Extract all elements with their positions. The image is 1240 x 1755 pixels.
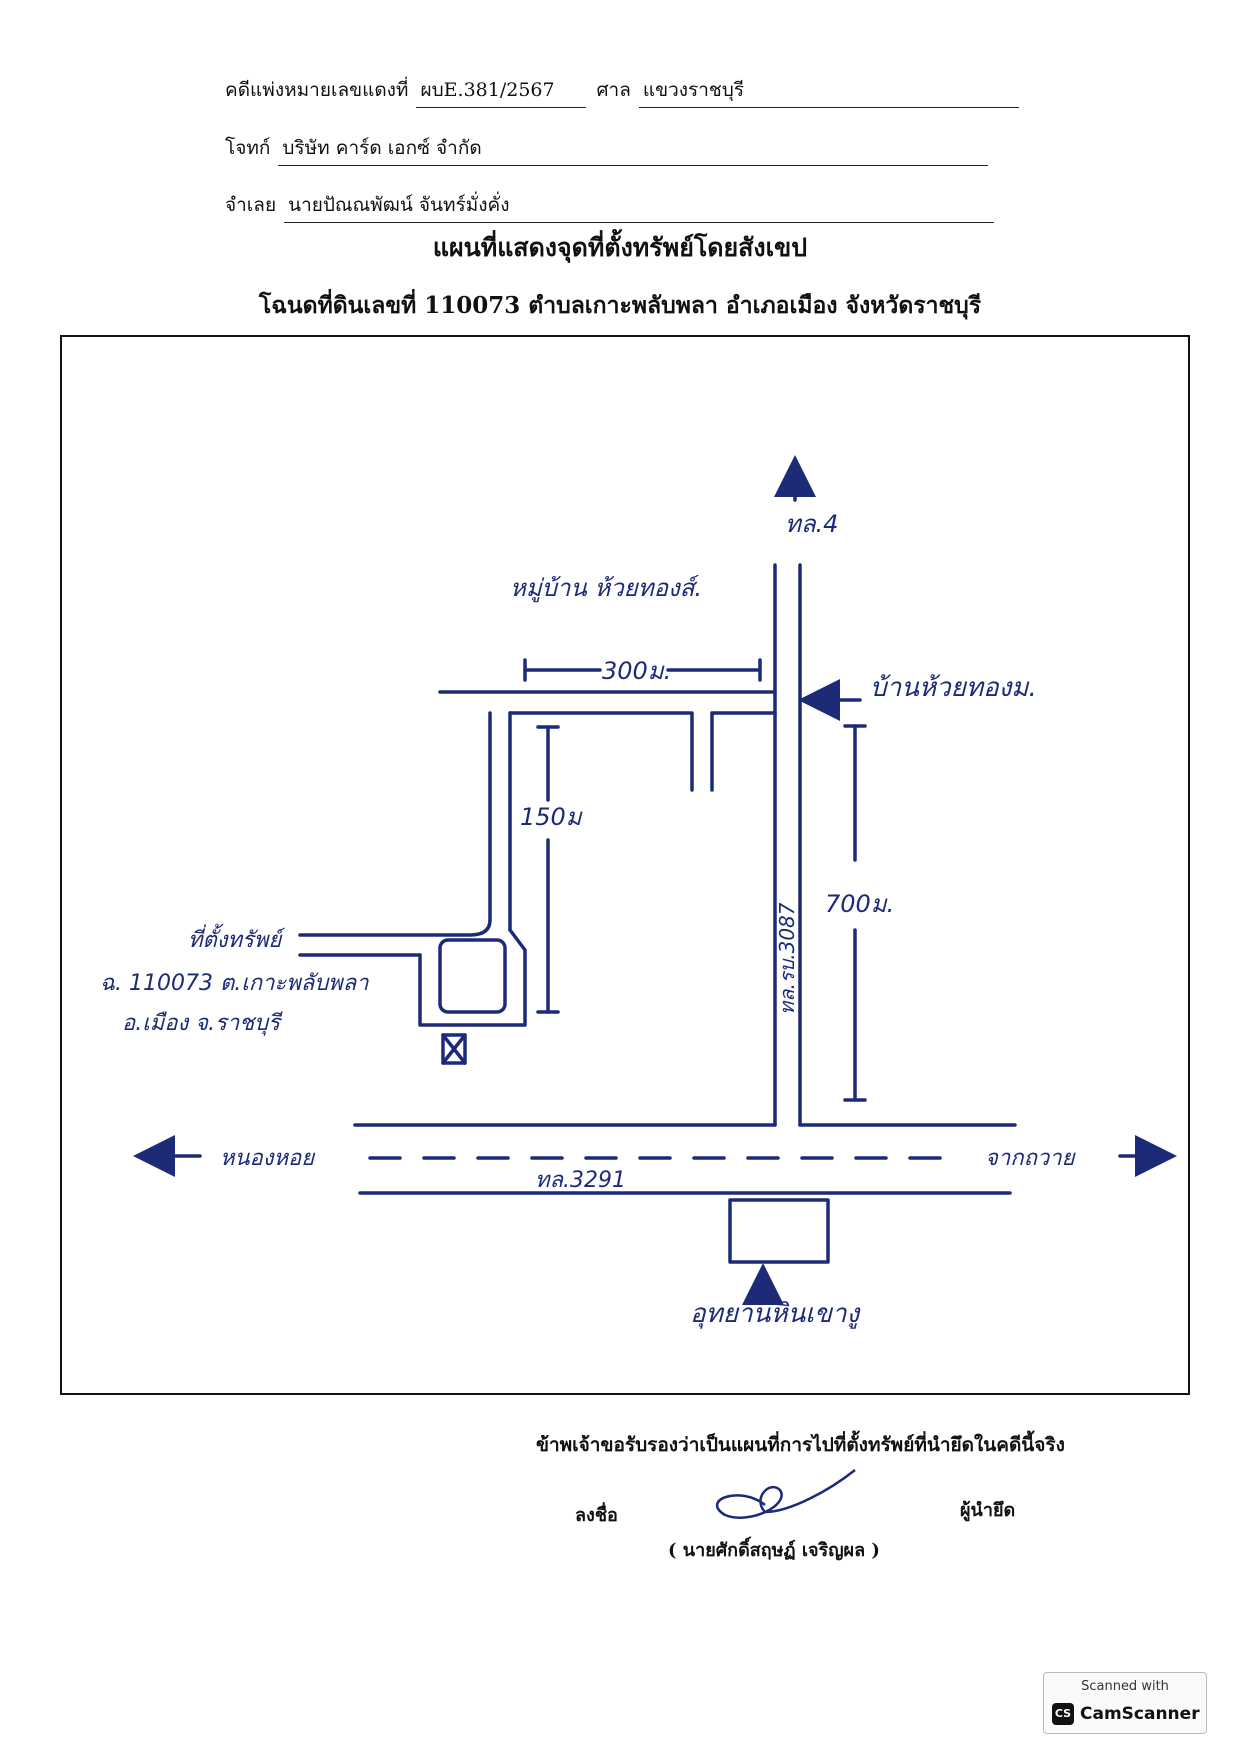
case-number-value: ผบE.381/2567	[416, 75, 587, 108]
label-village-house: บ้านห้วยทองม.	[870, 673, 1037, 703]
label-deed: ฉ. 110073 ต.เกาะพลับพลา	[100, 971, 369, 996]
marked-plot-icon	[441, 1033, 467, 1065]
case-number-label: คดีแพ่งหมายเลขแดงที่	[225, 79, 409, 101]
label-property: ที่ตั้งทรัพย์	[188, 923, 286, 953]
plaintiff-line: โจทก์ บริษัท คาร์ด เอกซ์ จำกัด	[225, 133, 989, 166]
seizer-label: ผู้นำยึด	[960, 1500, 1016, 1521]
label-park: อุทยานหินเขางู	[690, 1299, 862, 1329]
camscanner-name: CamScanner	[1080, 1704, 1200, 1724]
plaintiff-value: บริษัท คาร์ด เอกซ์ จำกัด	[278, 133, 989, 166]
scanned-with-text: Scanned with	[1081, 1679, 1169, 1694]
label-west-direction: หนองหอย	[220, 1146, 316, 1171]
defendant-label: จำเลย	[225, 194, 277, 216]
sign-label: ลงชื่อ	[575, 1505, 618, 1526]
label-road-3087: ทล.รบ.3087	[775, 902, 799, 1015]
defendant-line: จำเลย นายปัณณพัฒน์ จันทร์มั่งคั่ง	[225, 190, 995, 223]
plaintiff-label: โจทก์	[225, 137, 271, 159]
label-highway-4: ทล.4	[785, 510, 838, 538]
officer-name: ( นายศักดิ์สฤษฏ์ เจริญผล )	[668, 1540, 880, 1561]
court-label: ศาล	[596, 79, 631, 101]
defendant-value: นายปัณณพัฒน์ จันทร์มั่งคั่ง	[284, 190, 995, 223]
label-district: อ.เมือง จ.ราชบุรี	[122, 1011, 283, 1036]
property-boundary	[418, 928, 527, 1027]
court-name-value: แขวงราชบุรี	[638, 75, 1019, 108]
map-title: แผนที่แสดงจุดที่ตั้งทรัพย์โดยสังเขป	[432, 233, 808, 262]
label-village: หมู่บ้าน ห้วยทองส์.	[510, 574, 702, 603]
map-frame	[60, 335, 1190, 1395]
camscanner-logo-icon: CS	[1052, 1703, 1074, 1725]
deed-subtitle: โฉนดที่ดินเลขที่ 110073 ตำบลเกาะพลับพลา …	[258, 292, 982, 319]
label-east-direction: จากถวาย	[985, 1146, 1077, 1171]
label-700m: 700ม.	[825, 890, 894, 918]
case-number-line: คดีแพ่งหมายเลขแดงที่ ผบE.381/2567 ศาล แข…	[225, 75, 1019, 108]
label-road-3291: ทล.3291	[535, 1168, 626, 1193]
label-300m: 300ม.	[602, 657, 671, 685]
camscanner-badge: Scanned with CS CamScanner	[1043, 1672, 1207, 1734]
property-parcel	[438, 938, 507, 1014]
certification-statement: ข้าพเจ้าขอรับรองว่าเป็นแผนที่การไปที่ตั้…	[536, 1434, 1065, 1456]
signature-mark	[716, 1469, 856, 1519]
label-150m: 150ม	[520, 803, 583, 831]
park-building	[728, 1198, 830, 1264]
branch-road-top	[298, 918, 492, 937]
